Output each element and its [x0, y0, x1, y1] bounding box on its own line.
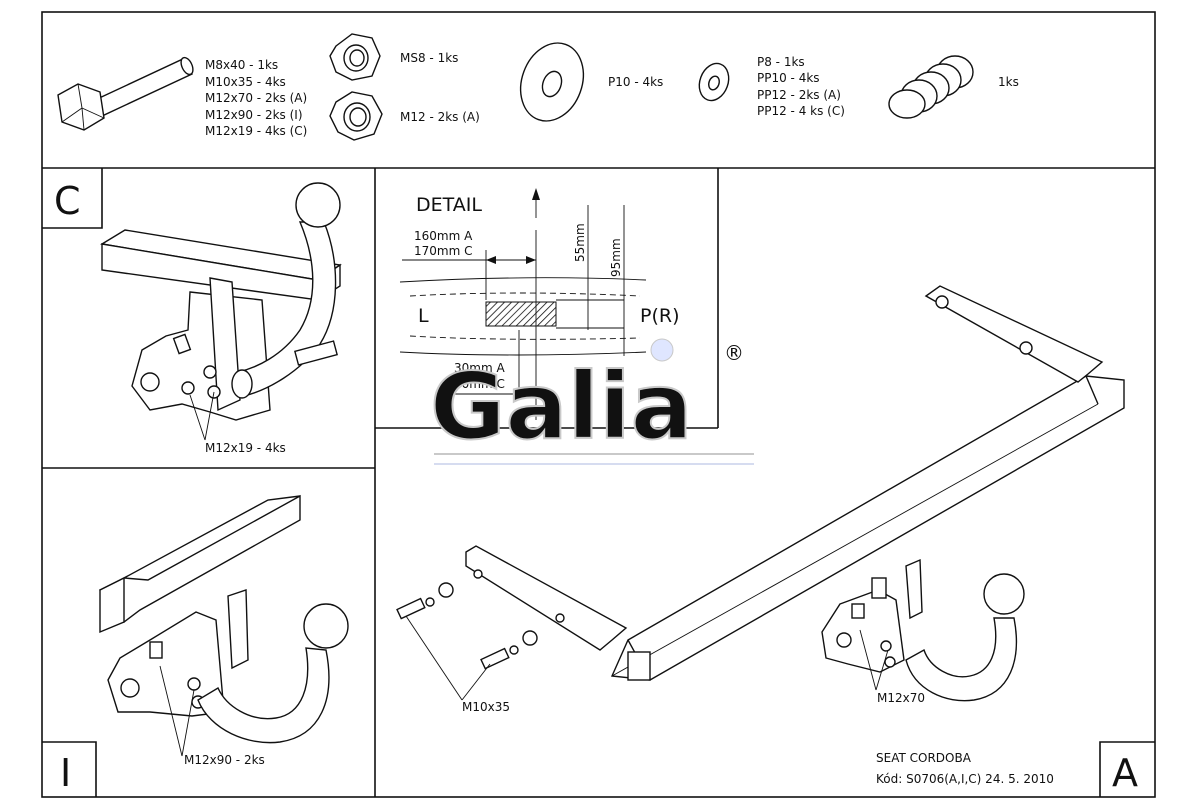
detail-dim-55: 55mm [573, 223, 587, 262]
detail-side-left: L [418, 305, 429, 327]
parts-list: M8x40 - 1ks M10x35 - 4ks M12x70 - 2ks (A… [57, 33, 1019, 141]
panel-c-bolt-label: M12x19 - 4ks [205, 441, 286, 455]
nut-ms8-icon [329, 33, 381, 81]
panel-a: A [396, 285, 1138, 795]
bracket-a [821, 558, 923, 673]
washer-list-2: PP10 - 4ks [757, 71, 820, 85]
panel-c: C M12x19 - 4ks [54, 179, 342, 455]
washer-list-3: PP12 - 2ks (A) [757, 88, 841, 102]
logo-registered-mark: ® [724, 341, 744, 365]
panel-c-letter: C [54, 179, 81, 223]
washer-small-icon [698, 62, 730, 102]
bolt-set-lower [480, 630, 538, 670]
bracket-c [131, 277, 271, 421]
bolt-set-upper [396, 582, 454, 620]
spring-icon [888, 55, 974, 119]
panel-i-bolt-label: M12x90 - 2ks [184, 753, 265, 767]
tow-neck-c [231, 182, 341, 399]
detail-dim-a-top: 160mm A [414, 229, 473, 243]
bracket-i [107, 589, 249, 717]
bolt-list-2: M10x35 - 4ks [205, 75, 286, 89]
logo-text: Galia [430, 353, 693, 460]
bolt-list-5: M12x19 - 4ks (C) [205, 124, 307, 138]
panel-a-bolt-label: M10x35 [462, 700, 510, 714]
nut-m12-label: M12 - 2ks (A) [400, 110, 480, 124]
washer-list-1: P8 - 1ks [757, 55, 805, 69]
nut-m12-icon [329, 91, 383, 141]
panel-i: I M12x90 - 2ks [60, 494, 349, 795]
bolt-list-1: M8x40 - 1ks [205, 58, 278, 72]
side-arm-right [924, 285, 1104, 383]
detail-side-right: P(R) [640, 305, 679, 327]
brand-logo: Galia ® [429, 338, 754, 465]
side-arm-left [465, 545, 628, 651]
drawing-code: Kód: S0706(A,I,C) 24. 5. 2010 [876, 772, 1054, 786]
crossbar-i [98, 494, 301, 634]
car-model: SEAT CORDOBA [876, 751, 972, 765]
panel-a-letter: A [1112, 751, 1138, 795]
bolt-list-4: M12x90 - 2ks (I) [205, 108, 303, 122]
bolt-icon [57, 56, 194, 131]
detail-title: DETAIL [416, 194, 482, 216]
panel-a-ball-label: M12x70 [877, 691, 925, 705]
washer-list-4: PP12 - 4 ks (C) [757, 104, 845, 118]
nut-ms8-label: MS8 - 1ks [400, 51, 458, 65]
spring-label: 1ks [998, 75, 1019, 89]
detail-panel: DETAIL 160mm A 170mm C 55mm 95mm L P(R) [399, 188, 679, 420]
drawing-frame [41, 11, 1156, 798]
panel-i-letter: I [60, 751, 71, 795]
detail-dim-c-bottom: 40mm C [454, 377, 505, 391]
detail-dim-a-bottom: 30mm A [454, 361, 505, 375]
detail-dim-95: 95mm [609, 238, 623, 277]
washer-p10-label: P10 - 4ks [608, 75, 663, 89]
tow-neck-a [905, 573, 1025, 702]
bolt-list-3: M12x70 - 2ks (A) [205, 91, 307, 105]
washer-p10-icon [519, 42, 585, 122]
tow-neck-i [197, 603, 349, 744]
detail-dim-c-top: 170mm C [414, 244, 472, 258]
